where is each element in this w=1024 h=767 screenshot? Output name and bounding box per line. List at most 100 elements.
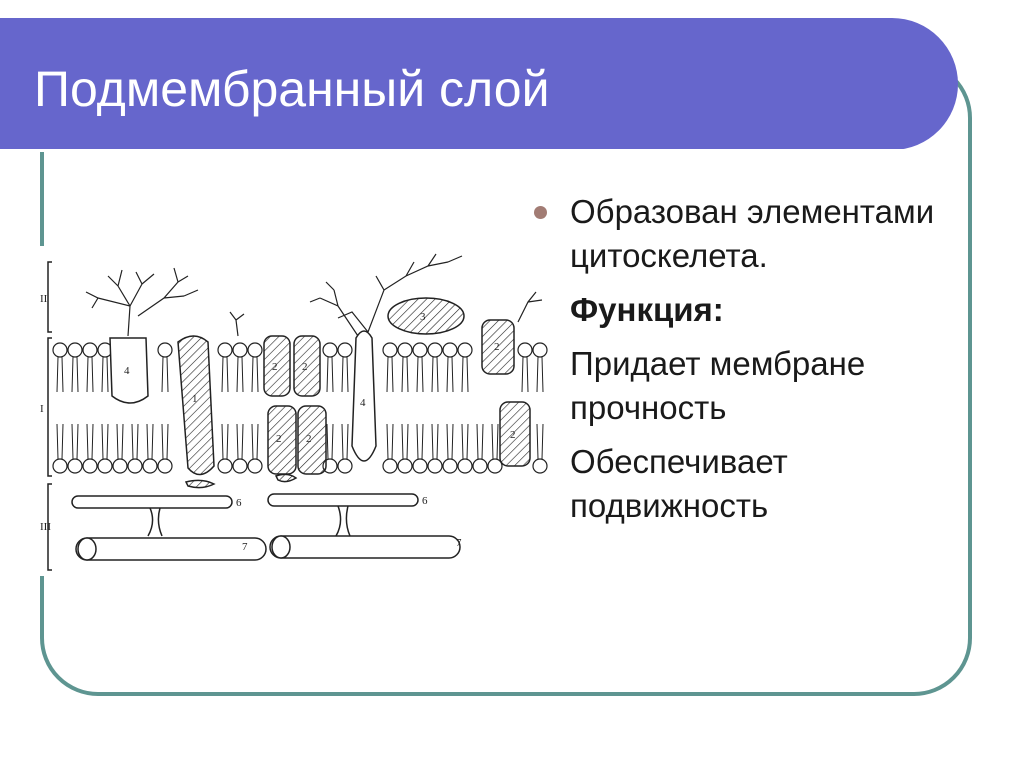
lipid-tail [446, 356, 454, 393]
protein-4-center [351, 330, 377, 462]
filament-labels: 6 7 6 7 [236, 495, 462, 553]
lipid-head-inner [52, 458, 68, 474]
membrane-proteins [109, 297, 531, 489]
lipid-head-inner [67, 458, 83, 474]
protein-label: 2 [494, 341, 500, 353]
lipid-tail [341, 423, 349, 460]
protein-label: 4 [360, 397, 366, 409]
protein-label: 2 [302, 361, 308, 373]
lipid-tail [401, 423, 409, 460]
bullet-text: Обеспечивает подвижность [570, 443, 788, 524]
protein-anchor-left [184, 479, 216, 489]
protein-2-d [297, 405, 327, 475]
lipid-head-inner [112, 458, 128, 474]
lipid-tail [131, 423, 139, 460]
protein-2-e [481, 319, 515, 375]
lipid-tail [146, 423, 154, 460]
bullet-item: Придает мембране прочность [530, 342, 980, 430]
lipid-tail [86, 356, 94, 393]
lipid-tail [101, 356, 109, 393]
lipid-tail [536, 423, 544, 460]
lipid-head-outer [442, 342, 458, 358]
bullet-dot-icon [534, 206, 547, 219]
lipid-tail [446, 423, 454, 460]
protein-labels: 4 1 2 2 4 3 2 2 2 2 [124, 311, 516, 445]
lipid-tail [221, 356, 229, 393]
protein-2-b [293, 335, 321, 397]
protein-anchor-right [274, 473, 298, 483]
lipid-tail [431, 423, 439, 460]
protein-2-c [267, 405, 297, 475]
lipid-tail [341, 356, 349, 393]
lipid-head-inner [97, 458, 113, 474]
lipid-tail [536, 356, 544, 393]
protein-label: 2 [306, 433, 312, 445]
lipid-tail [326, 423, 334, 460]
microfilament-right [267, 493, 419, 507]
lipid-tail [386, 423, 394, 460]
lipid-tail [461, 356, 469, 393]
lipid-tail [116, 423, 124, 460]
lipid-head-outer [247, 342, 263, 358]
lipid-head-outer [427, 342, 443, 358]
lipid-head-inner [457, 458, 473, 474]
lipid-head-inner [427, 458, 443, 474]
protein-4-left [109, 337, 149, 404]
lipid-tail [71, 423, 79, 460]
protein-label: 2 [510, 429, 516, 441]
lipid-head-outer [412, 342, 428, 358]
bullet-text: Функция: [570, 291, 724, 328]
bullet-dot-icon [534, 456, 547, 469]
lipid-head-inner [82, 458, 98, 474]
lipid-tail [56, 423, 64, 460]
lipid-tail [251, 356, 259, 393]
lipid-head-inner [487, 458, 503, 474]
slide-title: Подмембранный слой [34, 61, 550, 117]
lipid-head-outer [322, 342, 338, 358]
lipid-head-inner [337, 458, 353, 474]
lipid-bilayer [52, 342, 548, 474]
lipid-tail [476, 423, 484, 460]
filament-label: 7 [242, 541, 248, 553]
lipid-tail [101, 423, 109, 460]
lipid-tail [86, 423, 94, 460]
microtubule-left [75, 537, 267, 561]
layer-label-submembrane: III [40, 521, 51, 533]
protein-3-peripheral [387, 297, 465, 335]
bullet-dot-icon [534, 358, 547, 371]
lipid-head-outer [82, 342, 98, 358]
lipid-head-outer [52, 342, 68, 358]
lipid-tail [431, 356, 439, 393]
membrane-diagram: II I III 4 1 [38, 246, 552, 576]
lipid-tail [386, 356, 394, 393]
microfilament-left [71, 495, 233, 509]
title-band: Подмембранный слой [0, 18, 958, 152]
lipid-tail [161, 356, 169, 393]
microtubule-right [269, 535, 461, 559]
bullet-item: Обеспечивает подвижность [530, 440, 980, 528]
filament-label: 7 [456, 537, 462, 549]
layer-label-outer: II [40, 293, 48, 305]
protein-1-channel [177, 335, 215, 476]
lipid-tail [491, 423, 499, 460]
lipid-head-outer [337, 342, 353, 358]
bullet-item-heading: Функция: [530, 288, 980, 332]
protein-2-f [499, 401, 531, 467]
lipid-head-inner [382, 458, 398, 474]
lipid-tail [236, 423, 244, 460]
lipid-head-inner [442, 458, 458, 474]
microtubule-left-end [77, 537, 97, 561]
lipid-tail [461, 423, 469, 460]
lipid-head-outer [457, 342, 473, 358]
lipid-head-outer [517, 342, 533, 358]
protein-label: 2 [272, 361, 278, 373]
lipid-head-outer [67, 342, 83, 358]
filament-label: 6 [422, 495, 428, 507]
lipid-head-inner [157, 458, 173, 474]
lipid-tail [521, 356, 529, 393]
protein-label: 4 [124, 365, 130, 377]
lipid-tail [416, 356, 424, 393]
lipid-head-outer [382, 342, 398, 358]
membrane-diagram-svg: II I III 4 1 [40, 253, 548, 571]
